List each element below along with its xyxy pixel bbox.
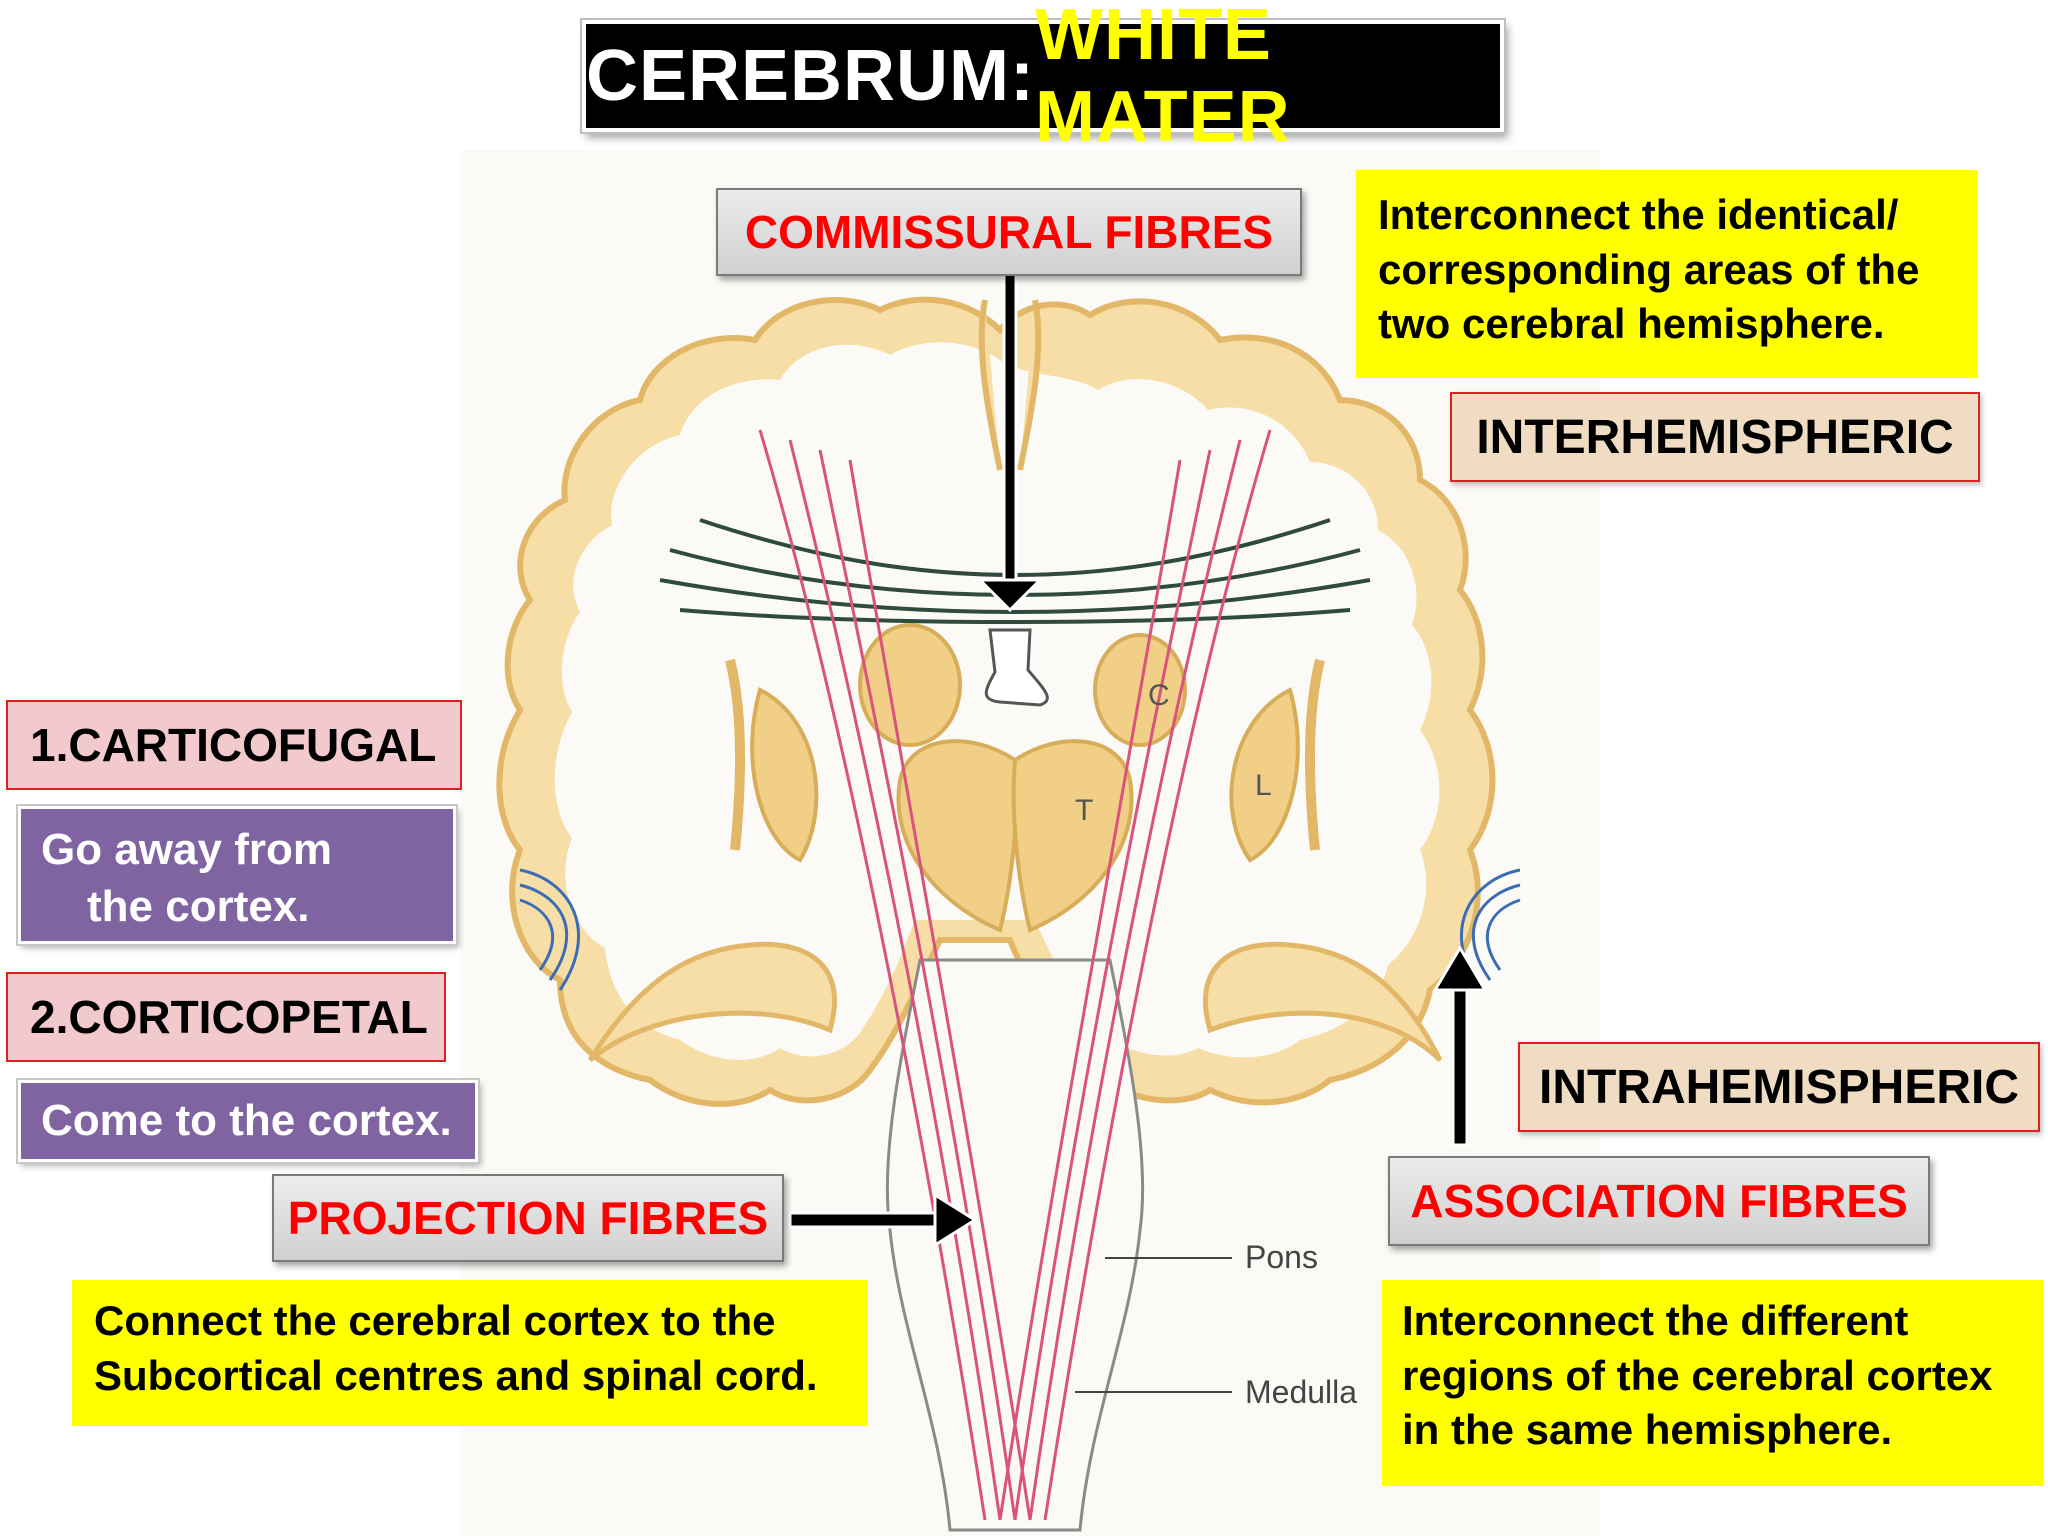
intrahemispheric-text: INTRAHEMISPHERIC — [1538, 1060, 2020, 1114]
corticofugal-label-text: 1.CARTICOFUGAL — [30, 719, 437, 771]
projection-fibres-label: PROJECTION FIBRES — [272, 1174, 784, 1262]
title-accent: WHITE MATER — [1034, 0, 1291, 157]
title-prefix: CEREBRUM: — [586, 36, 1035, 116]
corticopetal-description: Come to the cortex. — [18, 1080, 478, 1162]
label-c: C — [1148, 679, 1170, 712]
corticopetal-label: 2.CORTICOPETAL — [6, 972, 446, 1062]
corticofugal-desc-line1: Go away from — [41, 825, 332, 874]
commissural-description: Interconnect the identical/ correspondin… — [1356, 170, 1978, 378]
projection-description-text: Connect the cerebral cortex to the Subco… — [94, 1297, 818, 1399]
corticofugal-description: Go away from the cortex. — [18, 806, 456, 944]
commissural-description-text: Interconnect the identical/ correspondin… — [1378, 191, 1920, 348]
interhemispheric-text: INTERHEMISPHERIC — [1476, 410, 1954, 464]
corticofugal-label: 1.CARTICOFUGAL — [6, 700, 462, 790]
page-title: CEREBRUM:WHITE MATER — [582, 0, 1504, 157]
projection-description: Connect the cerebral cortex to the Subco… — [72, 1280, 868, 1426]
pons-label: Pons — [1245, 1239, 1318, 1275]
label-l: L — [1255, 769, 1272, 802]
projection-fibres-label-text: PROJECTION FIBRES — [287, 1192, 769, 1244]
association-fibres-label-text: ASSOCIATION FIBRES — [1410, 1175, 1908, 1227]
association-fibres-label: ASSOCIATION FIBRES — [1388, 1156, 1930, 1246]
brainstem — [885, 958, 1145, 1532]
projection-arrow — [788, 1192, 978, 1248]
commissural-fibres-label: COMMISSURAL FIBRES — [716, 188, 1302, 276]
commissural-arrow — [976, 268, 1044, 613]
medulla-label: Medulla — [1245, 1374, 1357, 1410]
corticopetal-label-text: 2.CORTICOPETAL — [30, 991, 428, 1043]
commissural-fibres-label-text: COMMISSURAL FIBRES — [744, 206, 1274, 258]
brain-coronal-section-diagram: C T L Pons Medulla — [460, 150, 1600, 1536]
corticopetal-desc-text: Come to the cortex. — [41, 1096, 452, 1145]
label-t: T — [1075, 794, 1093, 827]
projection-fibres — [758, 429, 1272, 1521]
association-arrow — [1432, 945, 1488, 1147]
interhemispheric-label: INTERHEMISPHERIC — [1450, 392, 1980, 482]
association-description-text: Interconnect the different regions of th… — [1402, 1297, 1993, 1454]
corticofugal-desc-line2: the cortex. — [87, 882, 310, 932]
intrahemispheric-label: INTRAHEMISPHERIC — [1518, 1042, 2040, 1132]
association-description: Interconnect the different regions of th… — [1382, 1280, 2044, 1486]
